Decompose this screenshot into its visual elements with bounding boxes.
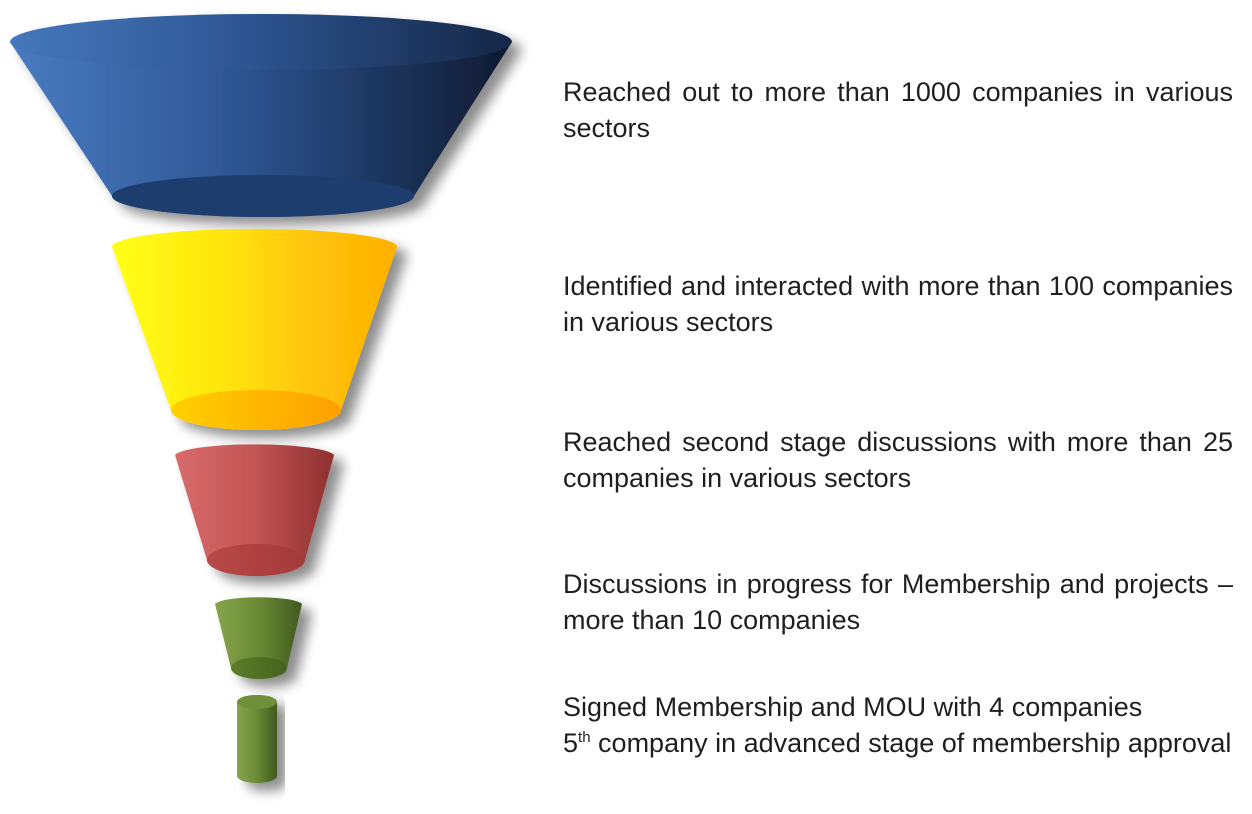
funnel-diagram (10, 14, 512, 783)
stage-4-text: Discussions in progress for Membership a… (563, 569, 1233, 635)
stage-3-description: Reached second stage discussions with mo… (563, 424, 1233, 496)
funnel-stage-3 (175, 444, 334, 576)
stage-2-description: Identified and interacted with more than… (563, 268, 1233, 340)
stage-5-ordinal-suffix: th (578, 729, 591, 746)
stage-5-line-2-text: company in advanced stage of membership … (590, 728, 1232, 758)
stage-5-line-2: 5th company in advanced stage of members… (563, 725, 1233, 761)
stage-5-line-1: Signed Membership and MOU with 4 compani… (563, 692, 1143, 722)
stage-2-text: Identified and interacted with more than… (563, 271, 1233, 337)
stage-1-text: Reached out to more than 1000 companies … (563, 77, 1233, 143)
stage-5-description: Signed Membership and MOU with 4 compani… (563, 689, 1233, 761)
stage-4-description: Discussions in progress for Membership a… (563, 566, 1233, 638)
funnel-stage-2 (112, 228, 397, 430)
funnel-stage-1 (10, 14, 512, 217)
stage-1-description: Reached out to more than 1000 companies … (563, 74, 1233, 146)
stage-5-ordinal-number: 5 (563, 728, 579, 758)
funnel-stage-4 (215, 597, 302, 679)
stage-3-text: Reached second stage discussions with mo… (563, 427, 1233, 493)
funnel-stage-5 (237, 695, 277, 783)
